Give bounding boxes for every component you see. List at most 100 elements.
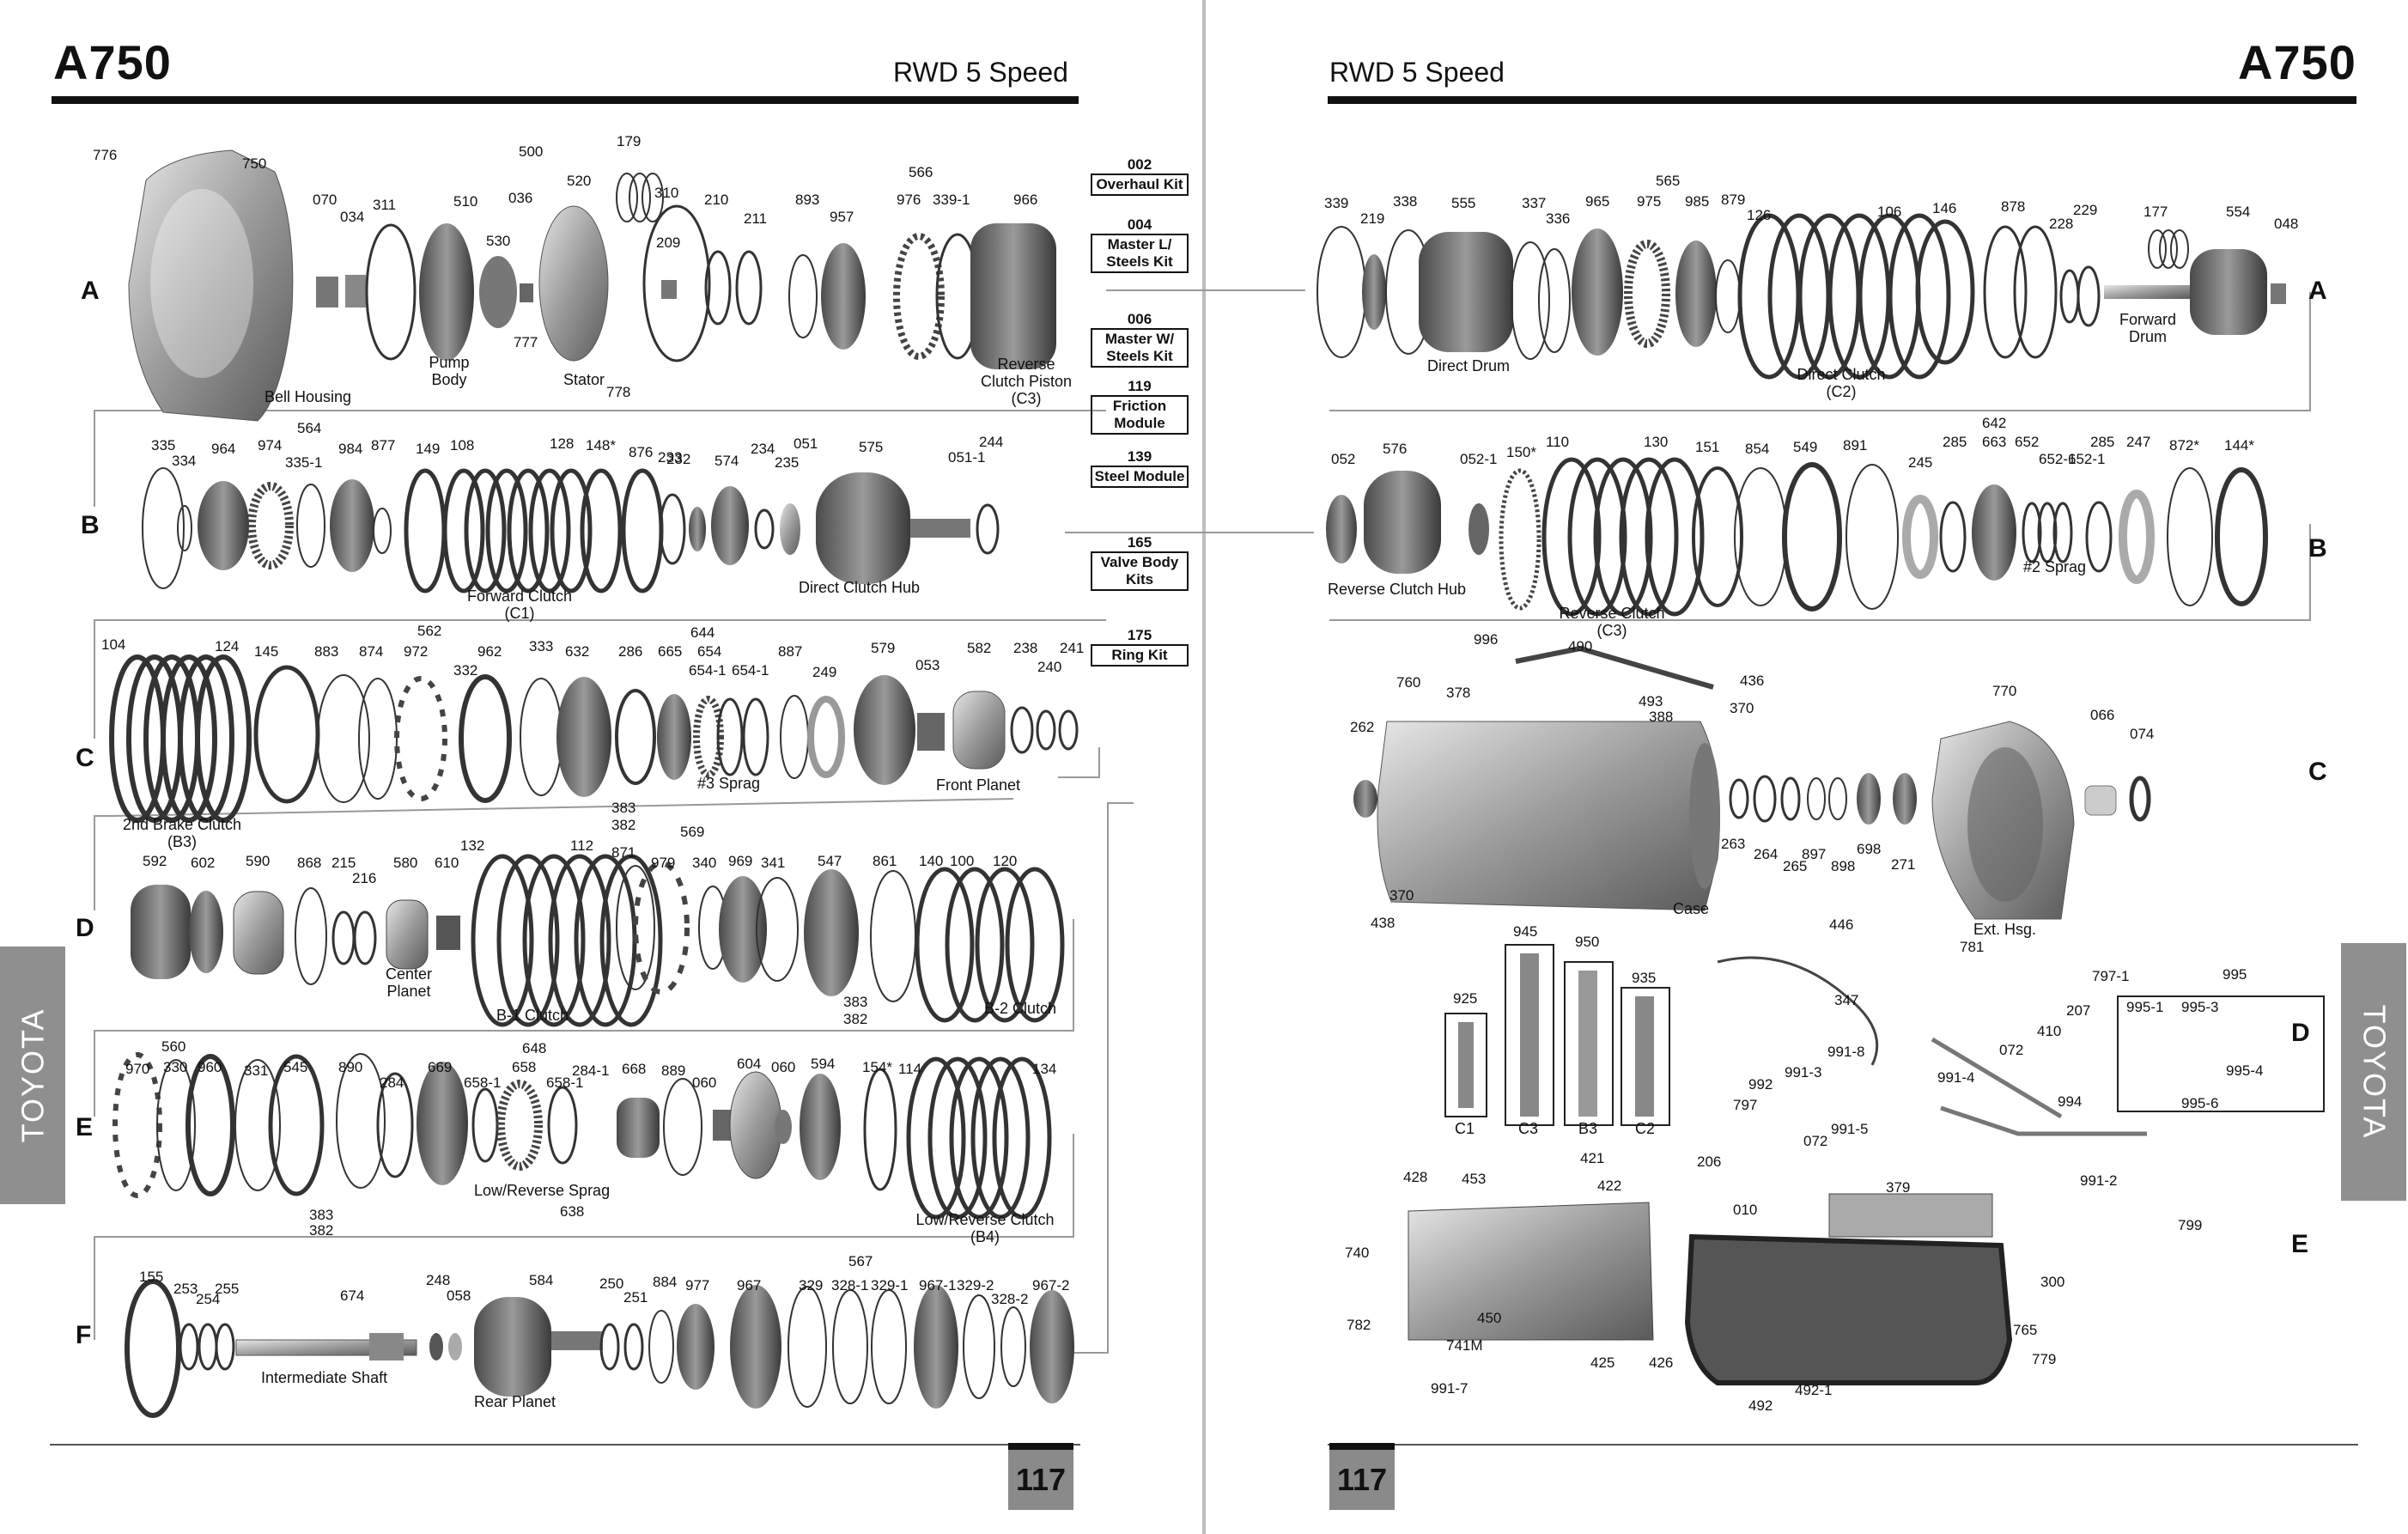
part-number-label: 658 bbox=[512, 1059, 537, 1075]
part-number-label: 776 bbox=[93, 147, 118, 163]
part-number-label: 347 bbox=[1834, 992, 1859, 1008]
part-number-label: 584 bbox=[529, 1272, 554, 1288]
part-number-label: 510 bbox=[453, 193, 478, 210]
caption-reverse-clutch-hub: Reverse Clutch Hub bbox=[1328, 581, 1467, 598]
part-number-label: 893 bbox=[795, 192, 820, 208]
part-number-label: 052 bbox=[1331, 451, 1356, 467]
part-number-label: 052-1 bbox=[1460, 451, 1498, 467]
part-number-label: 872* bbox=[2169, 437, 2199, 454]
part-number-label: 383 bbox=[309, 1207, 334, 1223]
part-number-label: 428 bbox=[1403, 1169, 1428, 1185]
part-number-label: 604 bbox=[737, 1056, 762, 1072]
part-number-label: 334 bbox=[172, 453, 197, 469]
caption-reverse-clutch-piston: Reverse Clutch Piston (C3) bbox=[980, 356, 1073, 407]
part-number-label: 216 bbox=[352, 870, 377, 886]
part-number-label: 264 bbox=[1754, 846, 1779, 862]
part-number-label: 797 bbox=[1733, 1097, 1758, 1113]
caption-forward-clutch: Forward Clutch (C1) bbox=[466, 587, 573, 622]
kit-label: Friction Module bbox=[1091, 395, 1189, 435]
part-number-label: 740 bbox=[1345, 1245, 1370, 1261]
part-number-label: 638 bbox=[560, 1203, 585, 1220]
part-number-label: 229 bbox=[2073, 202, 2098, 218]
part-number-label: 991-5 bbox=[1831, 1121, 1869, 1137]
part-number-label: 244 bbox=[979, 434, 1004, 450]
part-number-label: 889 bbox=[661, 1062, 686, 1079]
part-number-label: 340 bbox=[692, 855, 717, 871]
part-number-label: 898 bbox=[1831, 858, 1856, 874]
part-number-label: 060 bbox=[692, 1074, 717, 1091]
part-number-label: 206 bbox=[1697, 1154, 1722, 1170]
part-number-label: 234 bbox=[751, 441, 775, 457]
kit-label: Master L/ Steels Kit bbox=[1091, 234, 1189, 273]
part-number-label: 925 bbox=[1453, 990, 1478, 1007]
part-number-label: 247 bbox=[2126, 434, 2151, 450]
part-number-label: 330 bbox=[163, 1059, 188, 1075]
part-number-label: 382 bbox=[611, 817, 636, 833]
caption-case: Case bbox=[1673, 900, 1710, 917]
caption-b3: B3 bbox=[1578, 1120, 1598, 1137]
kit-number: 165 bbox=[1127, 534, 1152, 551]
part-number-label: 500 bbox=[519, 143, 544, 160]
part-number-label: 337 bbox=[1522, 195, 1547, 211]
part-number-label: 148* bbox=[586, 437, 616, 454]
part-number-label: 112 bbox=[570, 837, 594, 854]
caption-3-sprag: #3 Sprag bbox=[697, 775, 761, 792]
part-number-label: 051 bbox=[794, 435, 818, 452]
part-number-label: 760 bbox=[1396, 674, 1421, 691]
right-page-subtitle: RWD 5 Speed bbox=[1329, 57, 1505, 88]
part-number-label: 383 bbox=[611, 800, 636, 816]
part-number-label: 104 bbox=[101, 636, 126, 653]
part-number-label: 251 bbox=[623, 1289, 648, 1306]
part-number-label: 255 bbox=[215, 1281, 240, 1297]
part-number-label: 991-2 bbox=[2080, 1172, 2118, 1189]
part-number-label: 328-1 bbox=[831, 1277, 869, 1294]
part-number-label: 066 bbox=[2090, 707, 2115, 723]
part-number-label: 977 bbox=[685, 1277, 710, 1294]
part-number-label: 545 bbox=[283, 1059, 308, 1075]
side-tab-right: TOYOTA bbox=[2341, 943, 2406, 1201]
side-tab-label: TOYOTA bbox=[2356, 1004, 2392, 1140]
caption-intermediate-shaft: Intermediate Shaft bbox=[261, 1369, 388, 1386]
part-number-label: 975 bbox=[1637, 193, 1662, 210]
caption-pump-body: Pump Body bbox=[429, 354, 470, 388]
row-label-e-left: E bbox=[76, 1113, 94, 1141]
part-number-label: 048 bbox=[2274, 216, 2299, 232]
part-number-label: 339-1 bbox=[933, 192, 970, 208]
part-number-label: 567 bbox=[848, 1253, 873, 1269]
part-number-label: 285 bbox=[2090, 434, 2115, 450]
part-number-label: 602 bbox=[191, 855, 216, 871]
part-number-label: 450 bbox=[1477, 1310, 1502, 1326]
part-number-label: 144* bbox=[2224, 437, 2254, 454]
part-number-label: 210 bbox=[704, 192, 729, 208]
part-number-label: 149 bbox=[416, 441, 441, 457]
part-number-label: 072 bbox=[1803, 1133, 1828, 1149]
page-gutter bbox=[1202, 0, 1206, 1534]
part-number-label: 967-2 bbox=[1032, 1277, 1070, 1294]
part-number-label: 150* bbox=[1506, 444, 1536, 460]
part-number-label: 876 bbox=[629, 444, 654, 460]
part-number-label: 332 bbox=[453, 662, 478, 679]
part-number-label: 962 bbox=[477, 643, 502, 660]
row-label-b-left: B bbox=[81, 511, 100, 539]
side-tab-label: TOYOTA bbox=[15, 1007, 50, 1143]
part-number-label: 967-1 bbox=[919, 1277, 957, 1294]
caption-forward-drum: Forward Drum bbox=[2119, 311, 2176, 345]
part-number-label: 036 bbox=[508, 190, 533, 206]
row-label-d-left: D bbox=[76, 914, 94, 942]
part-number-label: 654-1 bbox=[732, 662, 769, 679]
part-number-label: 132 bbox=[460, 837, 485, 854]
part-number-label: 263 bbox=[1721, 836, 1746, 852]
part-number-label: 155 bbox=[139, 1269, 164, 1285]
part-number-label: 228 bbox=[2049, 216, 2074, 232]
part-number-label: 964 bbox=[211, 441, 236, 457]
part-number-label: 950 bbox=[1575, 934, 1600, 950]
part-number-label: 741M bbox=[1446, 1337, 1483, 1354]
left-page-title: A750 bbox=[53, 35, 172, 89]
